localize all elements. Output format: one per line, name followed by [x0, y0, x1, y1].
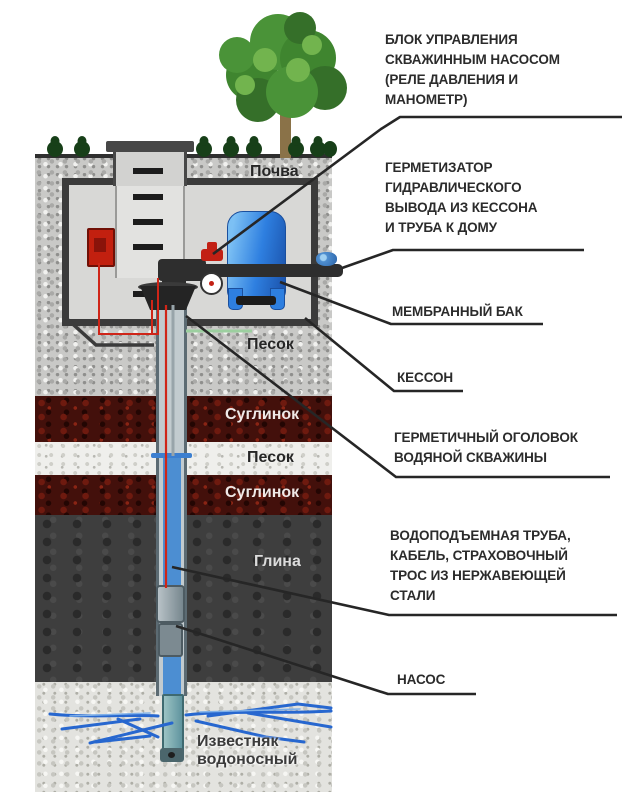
callout-line: БЛОК УПРАВЛЕНИЯ [385, 32, 518, 47]
ladder-rung [133, 168, 163, 174]
soil-label-aquifer: Известняк водоносный [197, 733, 297, 769]
callout-sealed-wellhead: ГЕРМЕТИЧНЫЙ ОГОЛОВОК ВОДЯНОЙ СКВАЖИНЫ [394, 428, 578, 468]
callout-line: КАБЕЛЬ, СТРАХОВОЧНЫЙ [390, 548, 568, 563]
water-column [163, 456, 181, 694]
pressure-gauge [200, 272, 223, 295]
water-level-mark [151, 453, 192, 458]
aquifer-label-line1: Известняк [197, 733, 279, 750]
soil-label-suglinok-2: Суглинок [225, 484, 300, 501]
callout-line: ГЕРМЕТИЧНЫЙ ОГОЛОВОК [394, 430, 578, 445]
soil-label-pesok-mid: Песок [247, 449, 294, 466]
soil-label-pochva: Почва [250, 163, 299, 180]
ladder-rung [133, 194, 163, 200]
callout-line: ГЕРМЕТИЗАТОР [385, 160, 493, 175]
bottom-tube-cap [160, 748, 184, 762]
tank-base-pad [236, 296, 276, 305]
tree [219, 12, 347, 158]
tube-end-dot [168, 752, 175, 758]
ladder-rung [133, 244, 163, 250]
callout-line: ТРОС ИЗ НЕРЖАВЕЮЩЕЙ [390, 568, 566, 583]
soil-label-suglinok-1: Суглинок [225, 406, 300, 423]
wall-seal-gland [316, 252, 337, 266]
manhole-neck [113, 152, 187, 186]
callout-pump: НАСОС [397, 670, 445, 690]
manhole-cap [106, 141, 194, 152]
callout-line: ВОДОПОДЪЕМНАЯ ТРУБА, [390, 528, 571, 543]
callout-line: (РЕЛЕ ДАВЛЕНИЯ И [385, 72, 518, 87]
callout-line: МЕМБРАННЫЙ БАК [392, 304, 523, 319]
pipe-to-house [163, 264, 343, 277]
valve-knob [207, 242, 217, 251]
callout-line: ВОДЯНОЙ СКВАЖИНЫ [394, 450, 547, 465]
callout-membrane-tank: МЕМБРАННЫЙ БАК [392, 302, 523, 322]
submersible-pump-upper [156, 585, 185, 623]
callout-hydraulic-outlet-seal: ГЕРМЕТИЗАТОР ГИДРАВЛИЧЕСКОГО ВЫВОДА ИЗ К… [385, 158, 538, 238]
callout-line: СКВАЖИННЫМ НАСОСОМ [385, 52, 560, 67]
callout-line: ВЫВОДА ИЗ КЕССОНА [385, 200, 538, 215]
soil-label-pesok-upper: Песок [247, 336, 294, 353]
callout-pump-control-unit: БЛОК УПРАВЛЕНИЯ СКВАЖИННЫМ НАСОСОМ (РЕЛЕ… [385, 30, 560, 110]
ladder-rung [133, 219, 163, 225]
callout-line: СТАЛИ [390, 588, 436, 603]
callout-line: ГИДРАВЛИЧЕСКОГО [385, 180, 522, 195]
callout-caisson: КЕССОН [397, 368, 453, 388]
callout-riser-pipe-cable-rope: ВОДОПОДЪЕМНАЯ ТРУБА, КАБЕЛЬ, СТРАХОВОЧНЫ… [390, 526, 571, 606]
soil-label-glina: Глина [254, 553, 301, 570]
control-box-panel [94, 238, 106, 252]
callout-line: МАНОМЕТР) [385, 92, 468, 107]
pump-control-box [87, 228, 115, 267]
callout-line: И ТРУБА К ДОМУ [385, 220, 497, 235]
submersible-pump-lower [158, 623, 183, 657]
callout-line: КЕССОН [397, 370, 454, 385]
gauge-needle [209, 281, 214, 286]
aquifer-label-line2: водоносный [197, 751, 298, 768]
callout-line: НАСОС [397, 672, 446, 687]
